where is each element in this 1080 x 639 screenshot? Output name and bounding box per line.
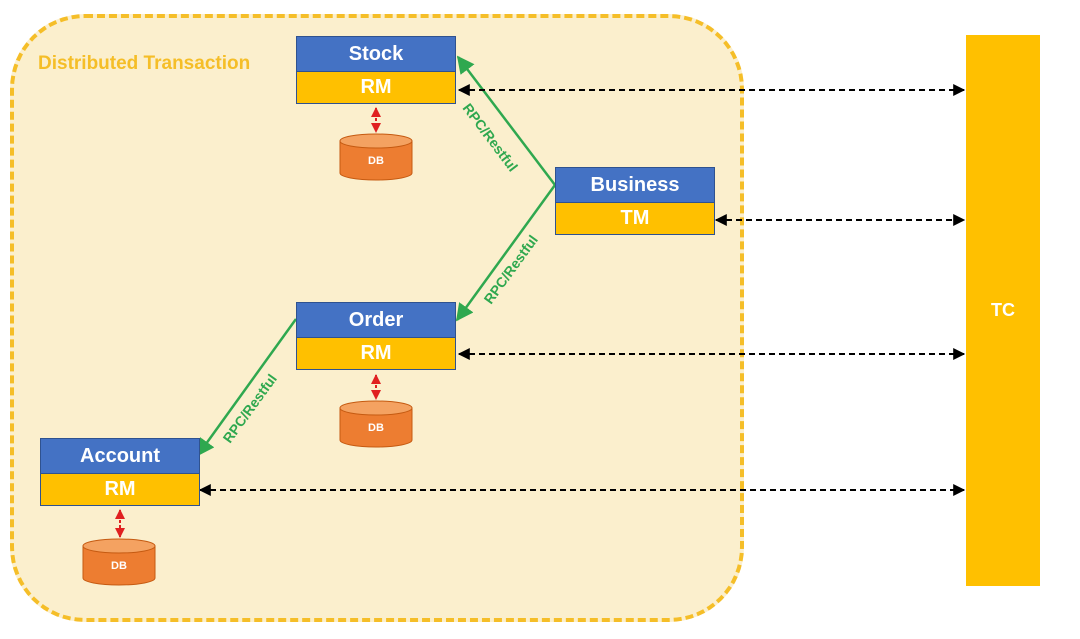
order-role: RM	[296, 338, 456, 370]
stock-name: Stock	[296, 36, 456, 72]
db-stock-label: DB	[368, 155, 384, 167]
rpc-arrow-business-to-stock	[456, 55, 556, 186]
order-name: Order	[296, 302, 456, 338]
business-role: TM	[555, 203, 715, 235]
order-service: Order RM	[296, 302, 456, 370]
db-order: DB	[339, 400, 413, 448]
account-role: RM	[40, 474, 200, 506]
account-service: Account RM	[40, 438, 200, 506]
stock-role: RM	[296, 72, 456, 104]
business-name: Business	[555, 167, 715, 203]
db-account: DB	[82, 538, 156, 586]
business-service: Business TM	[555, 167, 715, 235]
db-stock: DB	[339, 133, 413, 181]
rpc-arrow-business-to-order	[455, 184, 557, 322]
transaction-coordinator: TC	[966, 35, 1040, 586]
account-name: Account	[40, 438, 200, 474]
region-label: Distributed Transaction	[38, 53, 251, 74]
db-account-label: DB	[111, 560, 127, 572]
rpc-arrow-order-to-account	[196, 318, 298, 457]
stock-service: Stock RM	[296, 36, 456, 104]
db-order-label: DB	[368, 422, 384, 434]
rpc-label-stock: RPC/Restful	[460, 100, 521, 174]
rpc-label-order: RPC/Restful	[480, 232, 540, 307]
